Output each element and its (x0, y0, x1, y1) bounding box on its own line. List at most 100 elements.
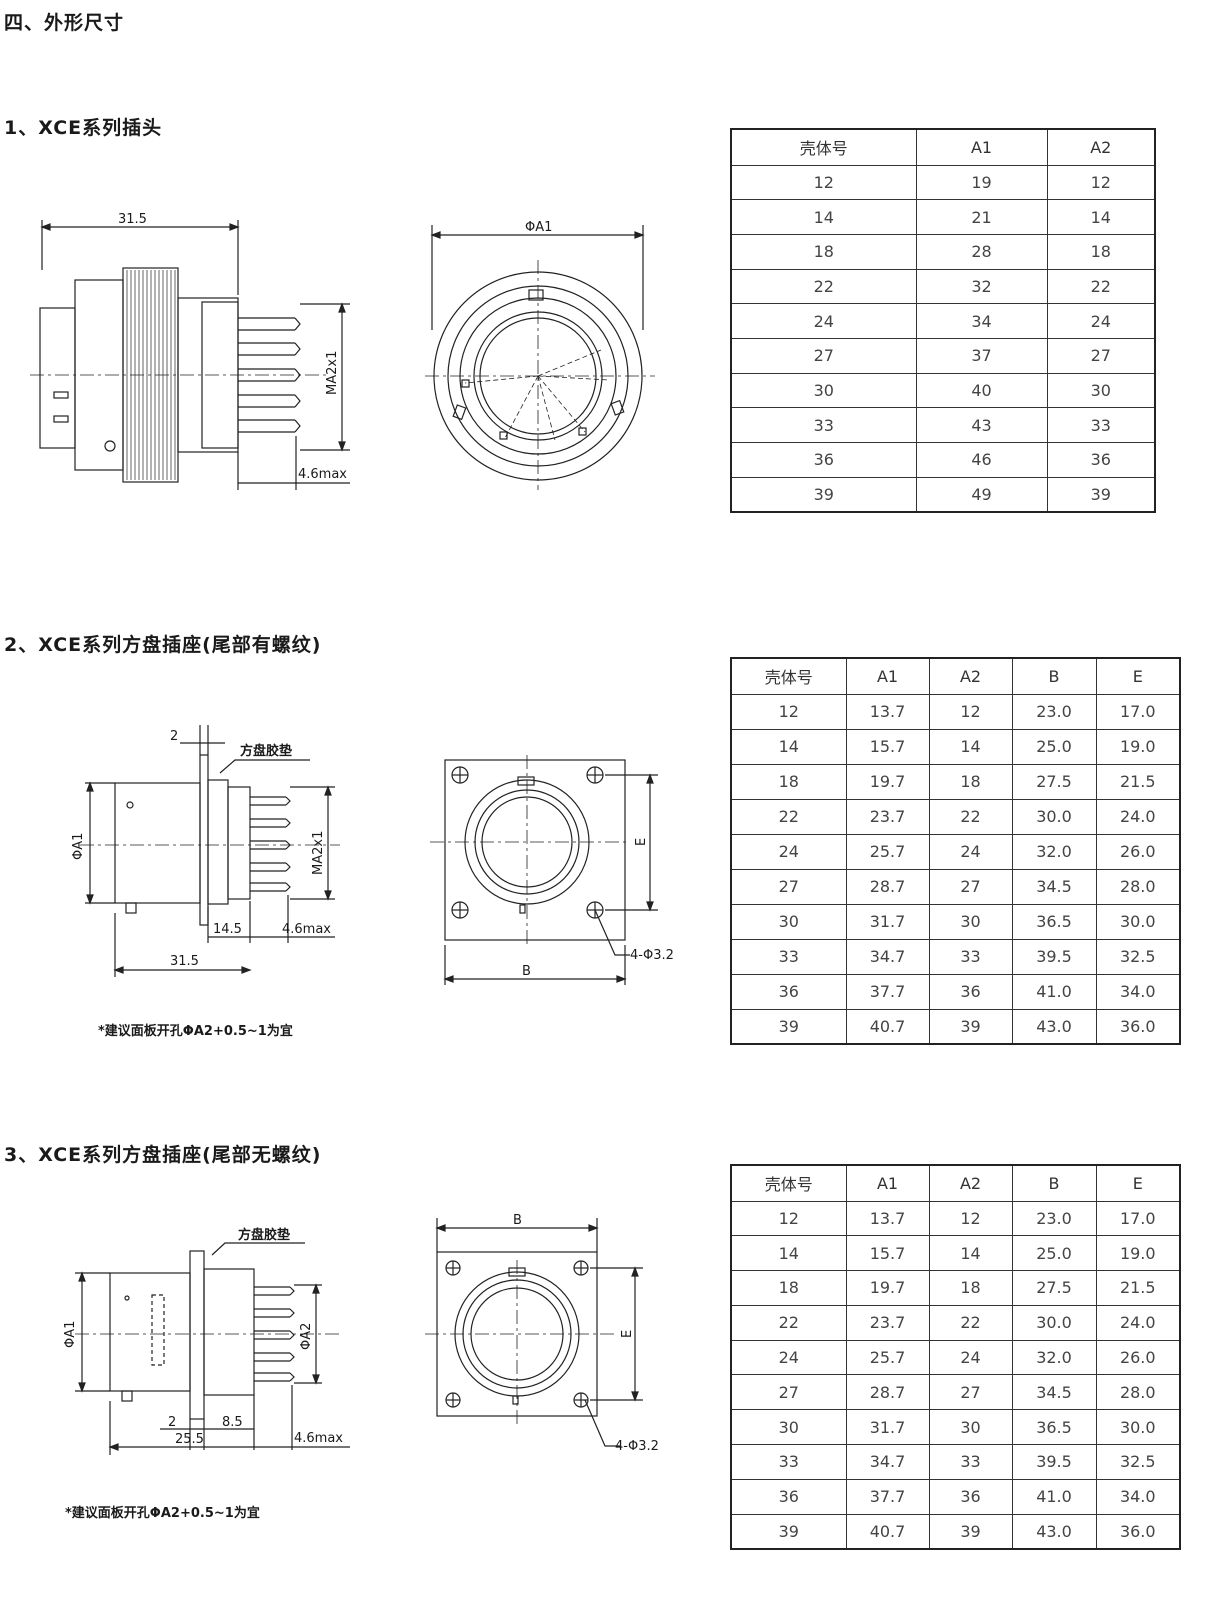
socket3-gasket-label: 方盘胶垫 (238, 1227, 290, 1243)
header-shell-size: 壳体号 (730, 1164, 847, 1202)
socket3-tail-label: 4.6max (294, 1431, 343, 1446)
table-cell: 41.0 (1011, 973, 1097, 1010)
table-cell: 18 (928, 1270, 1013, 1306)
table-cell: 43.0 (1011, 1008, 1097, 1045)
table-cell: 24 (928, 833, 1013, 870)
plug-length-label: 31.5 (118, 212, 147, 227)
table-cell: 23.7 (845, 1304, 930, 1341)
table-cell: 36 (928, 1478, 1013, 1515)
socket-threaded-front-view: E B 4-Φ3.2 (430, 745, 710, 985)
header-a1: A1 (915, 128, 1048, 166)
table-cell: 27 (1046, 337, 1156, 374)
section-2-note: *建议面板开孔ΦA2+0.5~1为宜 (98, 1024, 293, 1039)
table-cell: 39 (928, 1008, 1013, 1045)
table-cell: 28 (915, 233, 1048, 270)
table-cell: 23.0 (1011, 693, 1097, 730)
table-cell: 14 (730, 728, 847, 765)
table-cell: 18 (730, 1270, 847, 1306)
table-cell: 36 (730, 973, 847, 1010)
table-cell: 21 (915, 199, 1048, 235)
table-cell: 22 (730, 268, 917, 305)
table-cell: 40 (915, 372, 1048, 409)
table-cell: 14 (1046, 199, 1156, 235)
table-cell: 36 (1046, 442, 1156, 478)
table-cell: 33 (730, 407, 917, 443)
header-shell-size: 壳体号 (730, 657, 847, 695)
plug-front-view: ΦA1 (425, 210, 665, 490)
table-cell: 40.7 (845, 1008, 930, 1045)
table-cell: 24.0 (1095, 798, 1181, 835)
table-cell: 33 (730, 938, 847, 975)
table-cell: 34.7 (845, 1444, 930, 1480)
header-shell-size: 壳体号 (730, 128, 917, 166)
header-e: E (1095, 657, 1181, 695)
socket-threaded-side-view: 2 方盘胶垫 ΦA1 MA2x1 14.5 4.6max (60, 725, 380, 985)
table-cell: 26.0 (1095, 833, 1181, 870)
header-e: E (1095, 1164, 1181, 1202)
table-cell: 24 (928, 1339, 1013, 1376)
table-cell: 28.7 (845, 868, 930, 905)
table-cell: 18 (1046, 233, 1156, 270)
header-a1: A1 (845, 1164, 930, 1202)
page-section-title: 四、外形尺寸 (4, 12, 125, 34)
socket-plain-side-view: 方盘胶垫 ΦA1 ΦA2 2 8.5 (60, 1215, 380, 1465)
socket2-gasket-label: 方盘胶垫 (240, 743, 292, 759)
table-cell: 19 (915, 164, 1048, 201)
socket2-b-label: B (522, 964, 531, 979)
socket2-holes-label: 4-Φ3.2 (630, 948, 674, 963)
table-cell: 30.0 (1095, 1409, 1181, 1446)
table-cell: 30 (1046, 372, 1156, 409)
socket2-thread-label: MA2x1 (311, 831, 326, 875)
socket3-len1-label: 25.5 (175, 1432, 204, 1447)
table-cell: 22 (928, 1304, 1013, 1341)
table-cell: 33 (1046, 407, 1156, 443)
socket2-flange-label: 2 (170, 729, 178, 744)
table-cell: 34.5 (1011, 868, 1097, 905)
table-cell: 25.7 (845, 833, 930, 870)
table-cell: 18 (730, 763, 847, 800)
table-cell: 28.7 (845, 1374, 930, 1411)
table-cell: 32.0 (1011, 833, 1097, 870)
table-cell: 28.0 (1095, 868, 1181, 905)
table-cell: 32.5 (1095, 1444, 1181, 1480)
table-cell: 25.0 (1011, 1235, 1097, 1272)
table-cell: 19.7 (845, 763, 930, 800)
header-a2: A2 (928, 657, 1013, 695)
table-cell: 24 (730, 1339, 847, 1376)
socket3-e-label: E (620, 1330, 635, 1338)
table-cell: 33 (928, 938, 1013, 975)
table-cell: 25.7 (845, 1339, 930, 1376)
table-cell: 27 (730, 337, 917, 374)
table-cell: 39 (730, 1513, 847, 1550)
table-cell: 17.0 (1095, 1200, 1181, 1237)
table-cell: 14 (928, 728, 1013, 765)
socket2-len1-label: 14.5 (213, 922, 242, 937)
socket3-len3-label: 8.5 (222, 1415, 243, 1430)
table-cell: 30.0 (1011, 1304, 1097, 1341)
table-cell: 14 (730, 199, 917, 235)
table-cell: 24 (1046, 303, 1156, 339)
header-b: B (1011, 1164, 1097, 1202)
table-cell: 39 (1046, 476, 1156, 513)
plug-thread-label: MA2x1 (325, 351, 340, 395)
table-cell: 32.0 (1011, 1339, 1097, 1376)
section-1-title: 1、XCE系列插头 (4, 117, 163, 139)
header-a1: A1 (845, 657, 930, 695)
table-cell: 27.5 (1011, 763, 1097, 800)
